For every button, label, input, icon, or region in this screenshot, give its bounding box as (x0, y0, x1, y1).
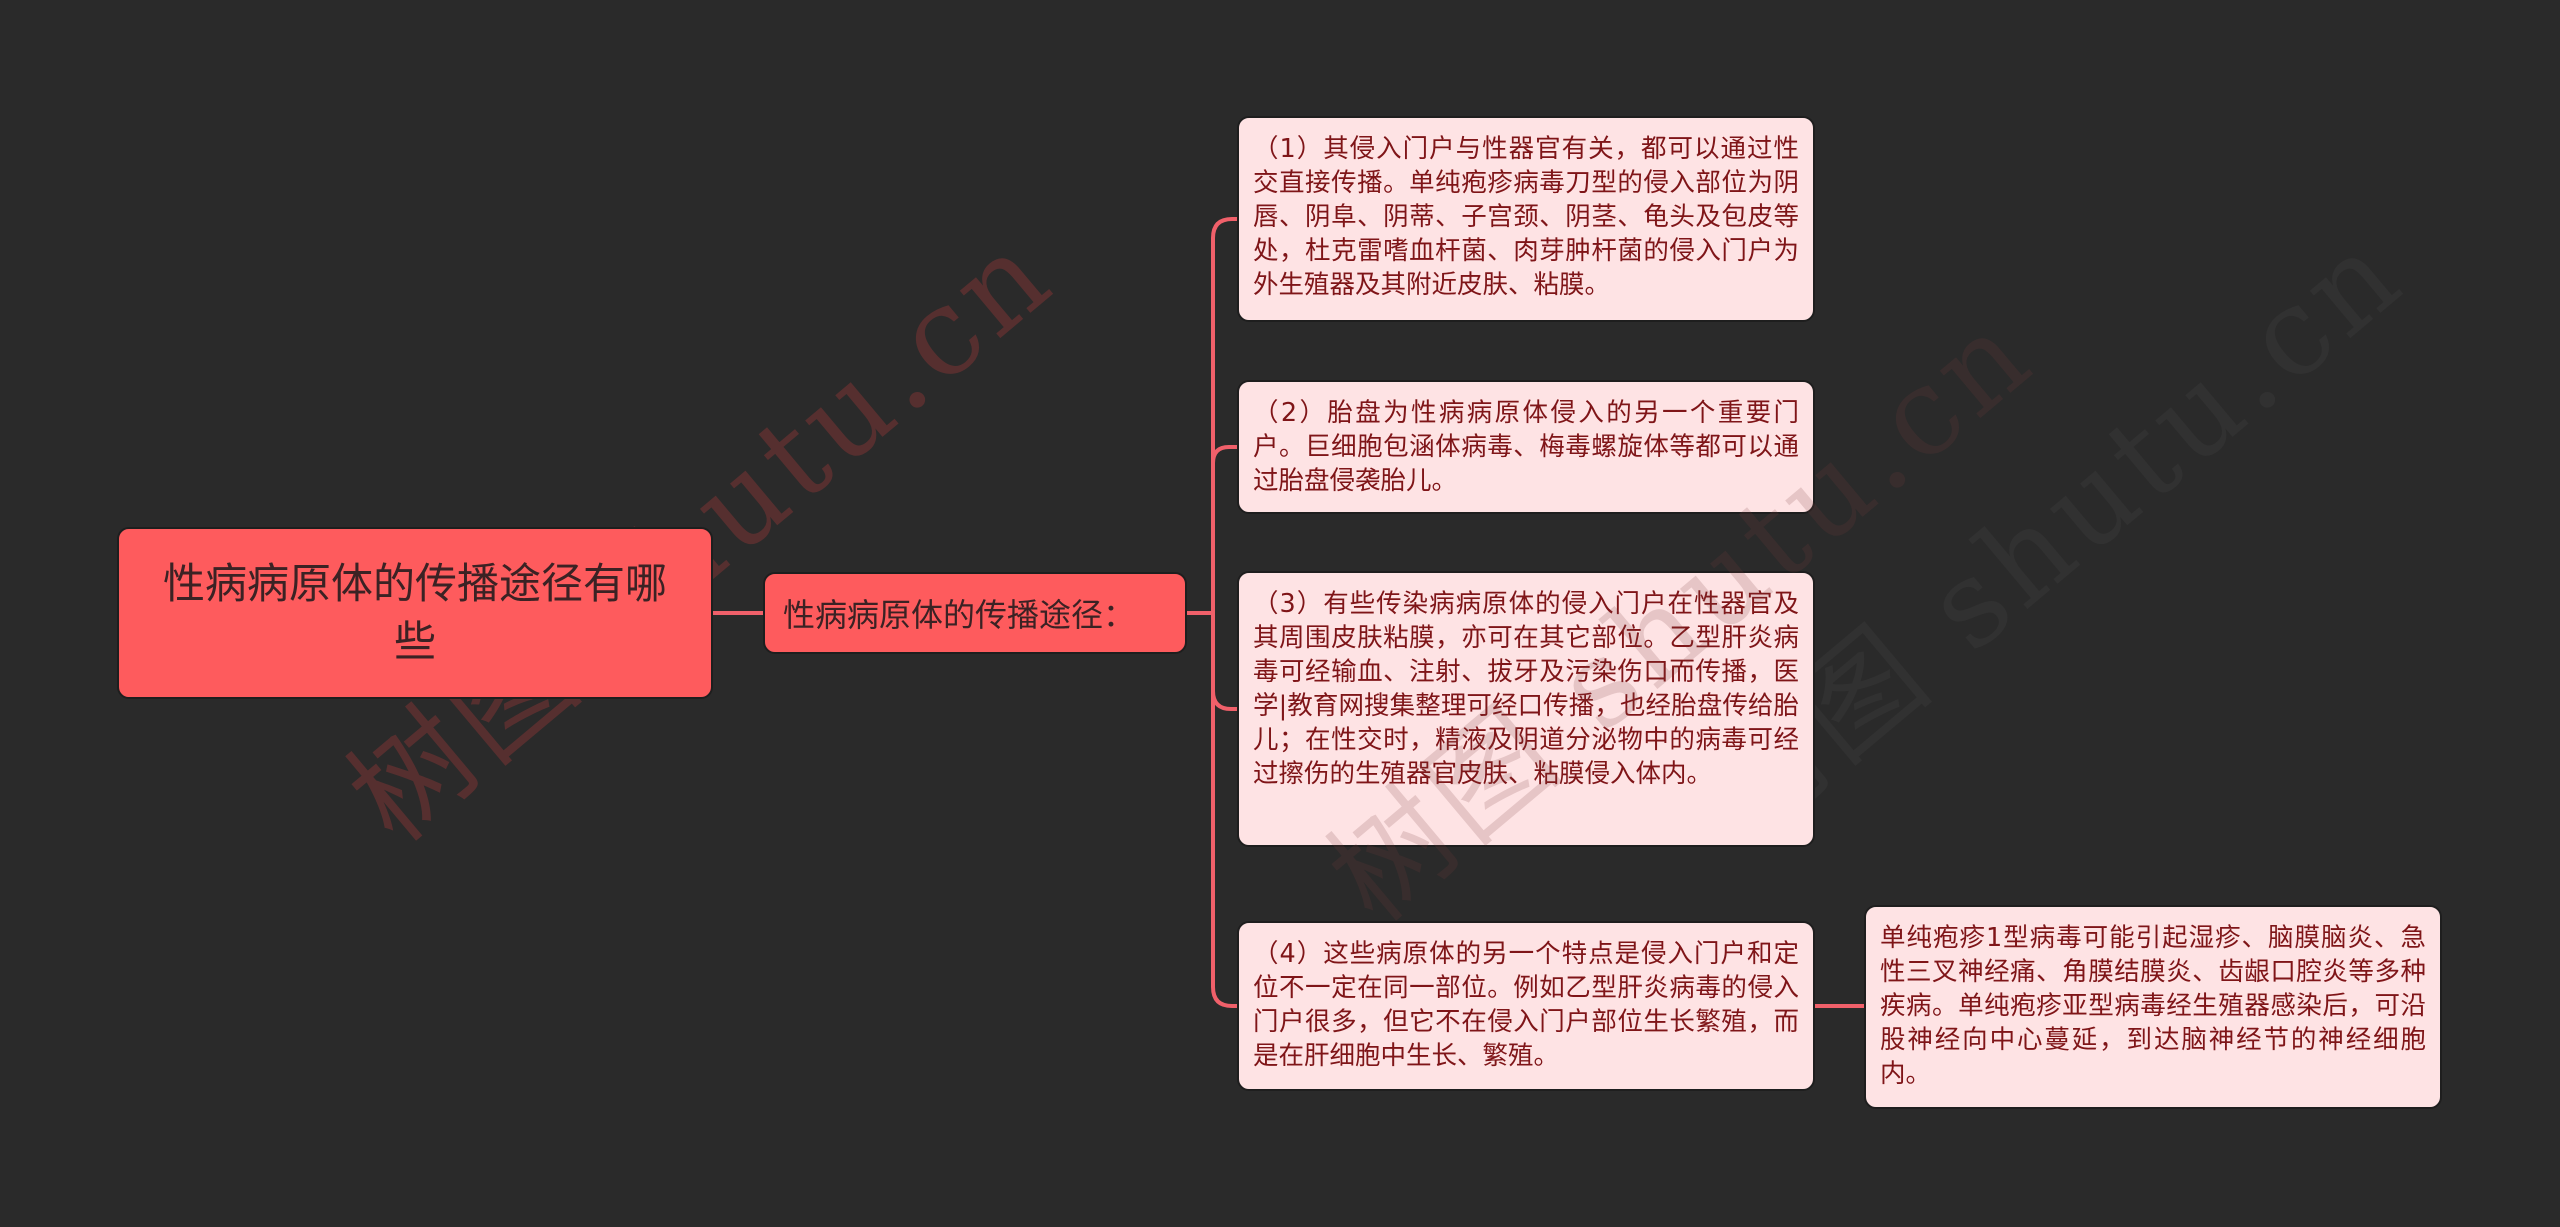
leaf-node-text: （3）有些传染病病原体的侵入门户在性器官及其周围皮肤粘膜，亦可在其它部位。乙型肝… (1253, 589, 1799, 789)
connector-trunk-leaf4 (1211, 611, 1239, 1008)
leaf-node-text: （1）其侵入门户与性器官有关，都可以通过性交直接传播。单纯疱疹病毒刀型的侵入部位… (1253, 134, 1799, 300)
leaf-node-text: （4）这些病原体的另一个特点是侵入门户和定位不一定在同一部位。例如乙型肝炎病毒的… (1253, 939, 1799, 1071)
leaf-node-3[interactable]: （3）有些传染病病原体的侵入门户在性器官及其周围皮肤粘膜，亦可在其它部位。乙型肝… (1237, 571, 1815, 847)
leaf-node-2[interactable]: （2）胎盘为性病病原体侵入的另一个重要门户。巨细胞包涵体病毒、梅毒螺旋体等都可以… (1237, 380, 1815, 514)
branch-topic-node[interactable]: 性病病原体的传播途径： (763, 572, 1187, 654)
branch-topic-label: 性病病原体的传播途径： (783, 596, 1136, 634)
connector-trunk-leaf3 (1211, 689, 1239, 711)
connector-trunk-leaf1 (1211, 217, 1239, 615)
leaf-node-4[interactable]: （4）这些病原体的另一个特点是侵入门户和定位不一定在同一部位。例如乙型肝炎病毒的… (1237, 921, 1815, 1091)
leaf-node-1[interactable]: （1）其侵入门户与性器官有关，都可以通过性交直接传播。单纯疱疹病毒刀型的侵入部位… (1237, 116, 1815, 322)
detail-node[interactable]: 单纯疱疹1型病毒可能引起湿疹、脑膜脑炎、急性三叉神经痛、角膜结膜炎、齿龈口腔炎等… (1864, 905, 2442, 1109)
connector-trunk-leaf2 (1211, 445, 1239, 465)
leaf-node-text: （2）胎盘为性病病原体侵入的另一个重要门户。巨细胞包涵体病毒、梅毒螺旋体等都可以… (1253, 398, 1799, 496)
root-topic-label: 性病病原体的传播途径有哪些 (162, 559, 667, 666)
detail-node-text: 单纯疱疹1型病毒可能引起湿疹、脑膜脑炎、急性三叉神经痛、角膜结膜炎、齿龈口腔炎等… (1880, 923, 2426, 1089)
root-topic-node[interactable]: 性病病原体的传播途径有哪些 (117, 527, 713, 699)
